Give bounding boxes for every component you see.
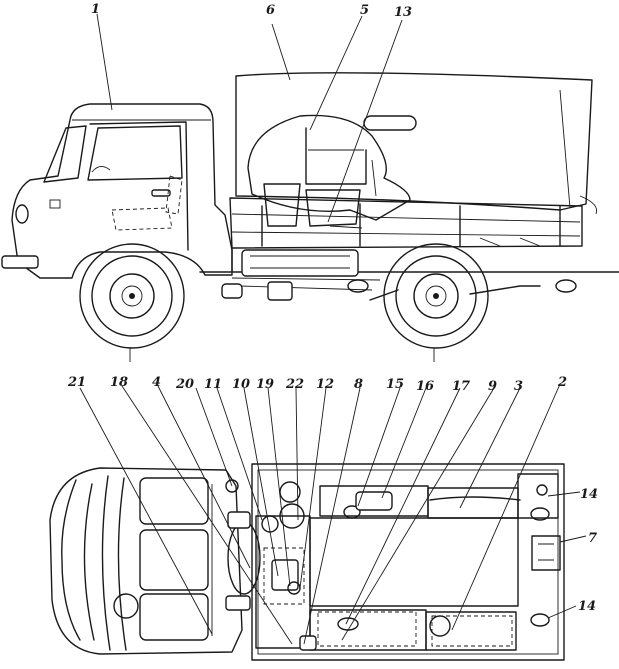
- callout-22: 22: [285, 377, 304, 392]
- rear-panel-7: [531, 535, 561, 571]
- front-bumper: [1, 255, 39, 269]
- engine-housing: [227, 521, 261, 595]
- callout-20: 20: [175, 377, 194, 392]
- callout-9: 9: [488, 379, 497, 394]
- seat-left: [139, 477, 209, 525]
- side-view: 1 6 5 13: [1, 2, 619, 362]
- callout-15: 15: [386, 377, 404, 392]
- top-view: 21 18 4 20 11 10 19 22 12 8 15 16 17 9 3…: [49, 375, 598, 661]
- callout-6: 6: [266, 3, 275, 18]
- callout-7: 7: [588, 531, 597, 546]
- callout-3: 3: [514, 379, 523, 394]
- callout-17: 17: [452, 379, 470, 394]
- callout-2: 2: [557, 375, 567, 390]
- callout-21: 21: [67, 375, 86, 390]
- headlight: [15, 204, 29, 224]
- floor-panel: [309, 517, 519, 607]
- callout-8: 8: [354, 377, 363, 392]
- callout-11: 11: [204, 377, 222, 392]
- cab-top: [49, 467, 243, 655]
- fuel-tank: [241, 249, 359, 277]
- front-wheel: [79, 243, 185, 349]
- bench-right: [427, 487, 519, 519]
- cargo-bed-top: [251, 463, 565, 661]
- rear-wheel: [383, 243, 489, 349]
- tarp-cutaway: [247, 114, 411, 221]
- door-handle: [151, 189, 171, 197]
- tarp-window: [363, 115, 417, 131]
- canvas-tarp: [235, 72, 593, 211]
- callout-4: 4: [152, 375, 161, 390]
- cab-door: [89, 121, 189, 251]
- callout-10: 10: [232, 377, 250, 392]
- door-window: [87, 125, 183, 181]
- callout-12: 12: [316, 377, 334, 392]
- callout-13: 13: [394, 5, 412, 20]
- callout-14-bottom: 14: [578, 599, 596, 614]
- callout-19: 19: [256, 377, 274, 392]
- callout-16: 16: [416, 379, 434, 394]
- callout-18: 18: [110, 375, 128, 390]
- seat-middle: [139, 529, 209, 591]
- callout-5: 5: [360, 3, 369, 18]
- seat-right: [139, 593, 209, 641]
- callout-14-top: 14: [580, 487, 598, 502]
- callout-1: 1: [91, 2, 100, 17]
- windshield: [43, 125, 87, 183]
- cab-body: [11, 103, 233, 279]
